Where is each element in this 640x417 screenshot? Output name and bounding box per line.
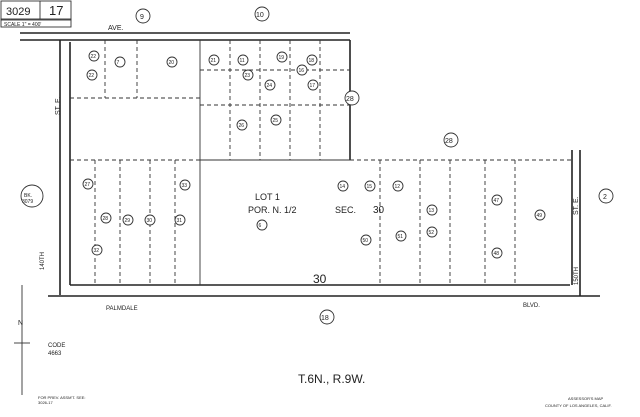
- township-range: T.6N., R.9W.: [298, 372, 365, 386]
- book-number: 3029: [6, 6, 30, 18]
- parcel-circle: [174, 214, 186, 226]
- parcel-circle: [426, 226, 438, 238]
- parcel-number: 22: [89, 73, 95, 79]
- parcel-circle: [364, 180, 376, 192]
- parcel-circle: [491, 247, 503, 259]
- parcel-number: 23: [245, 73, 251, 79]
- parcel-circle: [256, 219, 268, 231]
- book-ref-value: 3079: [22, 199, 33, 205]
- svg-text:28: 28: [445, 138, 453, 145]
- north-label: N: [18, 320, 23, 327]
- parcel-circle: [360, 234, 372, 246]
- parcel-number: 14: [340, 184, 346, 190]
- parcel-number: 25: [273, 118, 279, 124]
- parcel-circle: [264, 79, 276, 91]
- code-label: CODE: [48, 343, 65, 349]
- parcel-number: 6: [259, 223, 262, 229]
- street-st-e-left: ST. E.: [55, 96, 62, 115]
- parcel-number: 52: [429, 230, 435, 236]
- parcel-circle: [122, 214, 134, 226]
- svg-text:18: 18: [321, 315, 329, 322]
- street-blvd: BLVD.: [523, 303, 540, 309]
- parcel-number: 50: [363, 238, 369, 244]
- parcel-circle: [395, 230, 407, 242]
- parcel-number: 32: [94, 248, 100, 254]
- parcel-number: 48: [494, 251, 500, 257]
- parcel-circle: [166, 56, 178, 68]
- parcel-number: 19: [279, 55, 285, 61]
- parcel-number: 16: [299, 68, 305, 74]
- parcel-circle: [88, 50, 100, 62]
- svg-text:9: 9: [140, 14, 144, 21]
- street-ave: AVE.: [108, 25, 123, 32]
- parcel-number: 22: [91, 54, 97, 60]
- parcel-number: 29: [125, 218, 131, 224]
- prev-assessment-line1: FOR PREV. ASSM'T. SEE:: [38, 395, 86, 400]
- parcel-circle: [82, 178, 94, 190]
- parcel-number: 26: [239, 123, 245, 129]
- parcel-numbers: 22 7 20 21 22 11 19 18 16 17 23 24 25 26 27 28 29 30 31 32 3…: [82, 50, 546, 259]
- parcel-number: 51: [398, 234, 404, 240]
- svg-text:10: 10: [256, 12, 264, 19]
- parcel-number: 17: [310, 83, 316, 89]
- lot-label: LOT 1: [255, 192, 280, 202]
- parcel-number: 33: [182, 183, 188, 189]
- code-value: 4663: [48, 351, 62, 357]
- parcel-number: 27: [85, 182, 91, 188]
- svg-text:2: 2: [603, 194, 607, 201]
- por-label: POR. N. 1/2: [248, 205, 297, 215]
- parcel-number: 11: [240, 58, 245, 64]
- parcel-number: 21: [211, 58, 217, 64]
- header-box: [0, 0, 72, 21]
- page-number: 17: [49, 3, 63, 18]
- parcel-number: 28: [103, 216, 109, 222]
- parcel-number: 30: [147, 218, 153, 224]
- parcel-circle: [491, 194, 503, 206]
- parcel-number: 7: [117, 60, 120, 66]
- parcel-circle: [208, 54, 220, 66]
- parcel-circle: [392, 180, 404, 192]
- sec-number: 30: [373, 205, 385, 216]
- parcel-circle: [270, 114, 282, 126]
- book-ref-label: BK.: [24, 193, 32, 199]
- parcel-circle: [534, 209, 546, 221]
- parcel-number: 13: [429, 208, 435, 214]
- parcel-circle: [306, 54, 318, 66]
- parcel-circle: [276, 51, 288, 63]
- section-corner-number: 30: [313, 272, 327, 286]
- street-140th: 140TH: [40, 252, 46, 270]
- parcel-circle: [236, 119, 248, 131]
- parcel-number: 24: [267, 83, 273, 89]
- parcel-circle: [237, 54, 249, 66]
- parcel-circle: [426, 204, 438, 216]
- street-palmdale: PALMDALE: [106, 306, 138, 312]
- parcel-number: 20: [169, 60, 175, 66]
- street-st-e-right: ST. E.: [573, 196, 580, 215]
- parcel-circle: [100, 212, 112, 224]
- county-label: COUNTY OF LOS ANGELES, CALIF.: [545, 403, 612, 408]
- svg-text:28: 28: [346, 96, 354, 103]
- parcel-number: 18: [309, 58, 315, 64]
- parcel-number: 31: [177, 218, 183, 224]
- parcel-circle: [114, 56, 126, 68]
- parcel-circle: [296, 64, 308, 76]
- adjacent-sections: 9 10 28 28 2 18: [135, 6, 614, 325]
- parcel-number: 49: [537, 213, 543, 219]
- street-150th: 150TH: [574, 267, 580, 285]
- parcel-circle: [144, 214, 156, 226]
- parcel-circle: [91, 244, 103, 256]
- parcel-circle: [86, 69, 98, 81]
- parcel-circle: [307, 79, 319, 91]
- parcel-circle: [179, 179, 191, 191]
- parcel-number: 47: [494, 198, 500, 204]
- scale-label: SCALE 1" = 400': [4, 22, 41, 28]
- assessor-map-label: ASSESSOR'S MAP: [568, 396, 604, 401]
- parcel-number: 12: [395, 184, 401, 190]
- parcel-circle: [242, 69, 254, 81]
- prev-assessment-line2: 3026-17: [38, 400, 53, 405]
- sec-label: SEC.: [335, 205, 356, 215]
- parcel-number: 15: [367, 184, 373, 190]
- parcel-circle: [337, 180, 349, 192]
